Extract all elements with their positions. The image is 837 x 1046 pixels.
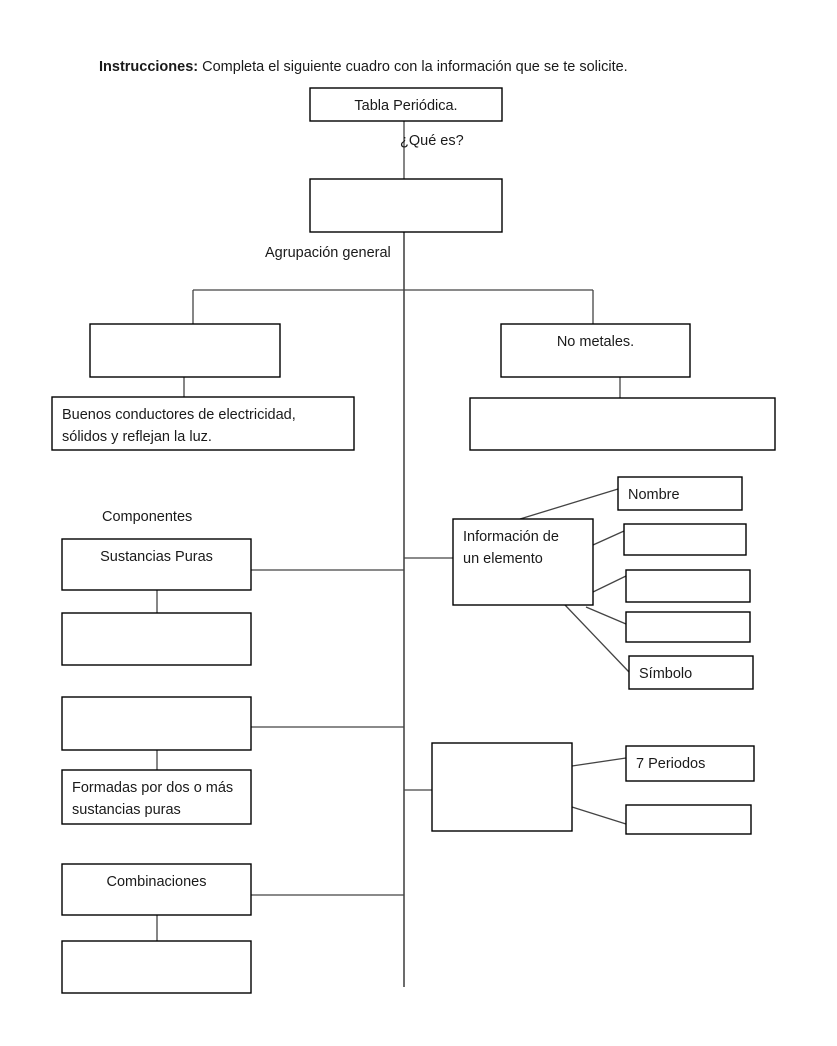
instructions-line: Instrucciones: Completa el siguiente cua… [99,58,628,76]
node-box-informacion-elemento[interactable] [452,518,594,606]
node-box-propiedades-no-metales[interactable] [469,397,776,451]
node-box-metales[interactable] [89,323,281,378]
instructions-text: Completa el siguiente cuadro con la info… [198,59,628,75]
connector-layer [156,121,630,987]
node-box-sustancias-puras-def[interactable] [61,612,252,666]
node-box-combinaciones-def[interactable] [61,940,252,994]
label-que-es: ¿Qué es? [400,133,464,149]
node-box-tabla-periodica[interactable] [309,87,503,122]
node-box-mezclas[interactable] [61,696,252,751]
node-box-nombre[interactable] [617,476,743,511]
informacion-to-simbolo [564,604,630,673]
label-agrupacion-general: Agrupación general [265,245,391,261]
node-box-no-metales[interactable] [500,323,691,378]
node-box-organizacion[interactable] [431,742,573,832]
informacion-to-nombre [519,488,619,520]
informacion-to-dato3 [592,575,627,593]
node-box-dato-2[interactable] [623,523,747,556]
informacion-to-dato4 [585,606,627,625]
node-box-mezclas-def[interactable] [61,769,252,825]
node-box-sustancias-puras[interactable] [61,538,252,591]
node-box-simbolo[interactable] [628,655,754,690]
node-box-dato-3[interactable] [625,569,751,603]
instructions-lead: Instrucciones: [99,59,199,75]
organizacion-to-grupos [571,806,627,825]
node-box-dato-4[interactable] [625,611,751,643]
node-box-periodos[interactable] [625,745,755,782]
node-layer [51,87,776,994]
node-box-combinaciones[interactable] [61,863,252,916]
node-box-definicion[interactable] [309,178,503,233]
label-componentes: Componentes [102,509,193,525]
node-box-propiedades-metales[interactable] [51,396,355,451]
node-box-grupos[interactable] [625,804,752,835]
informacion-to-dato2 [592,530,625,546]
organizacion-to-periodos [571,757,627,767]
